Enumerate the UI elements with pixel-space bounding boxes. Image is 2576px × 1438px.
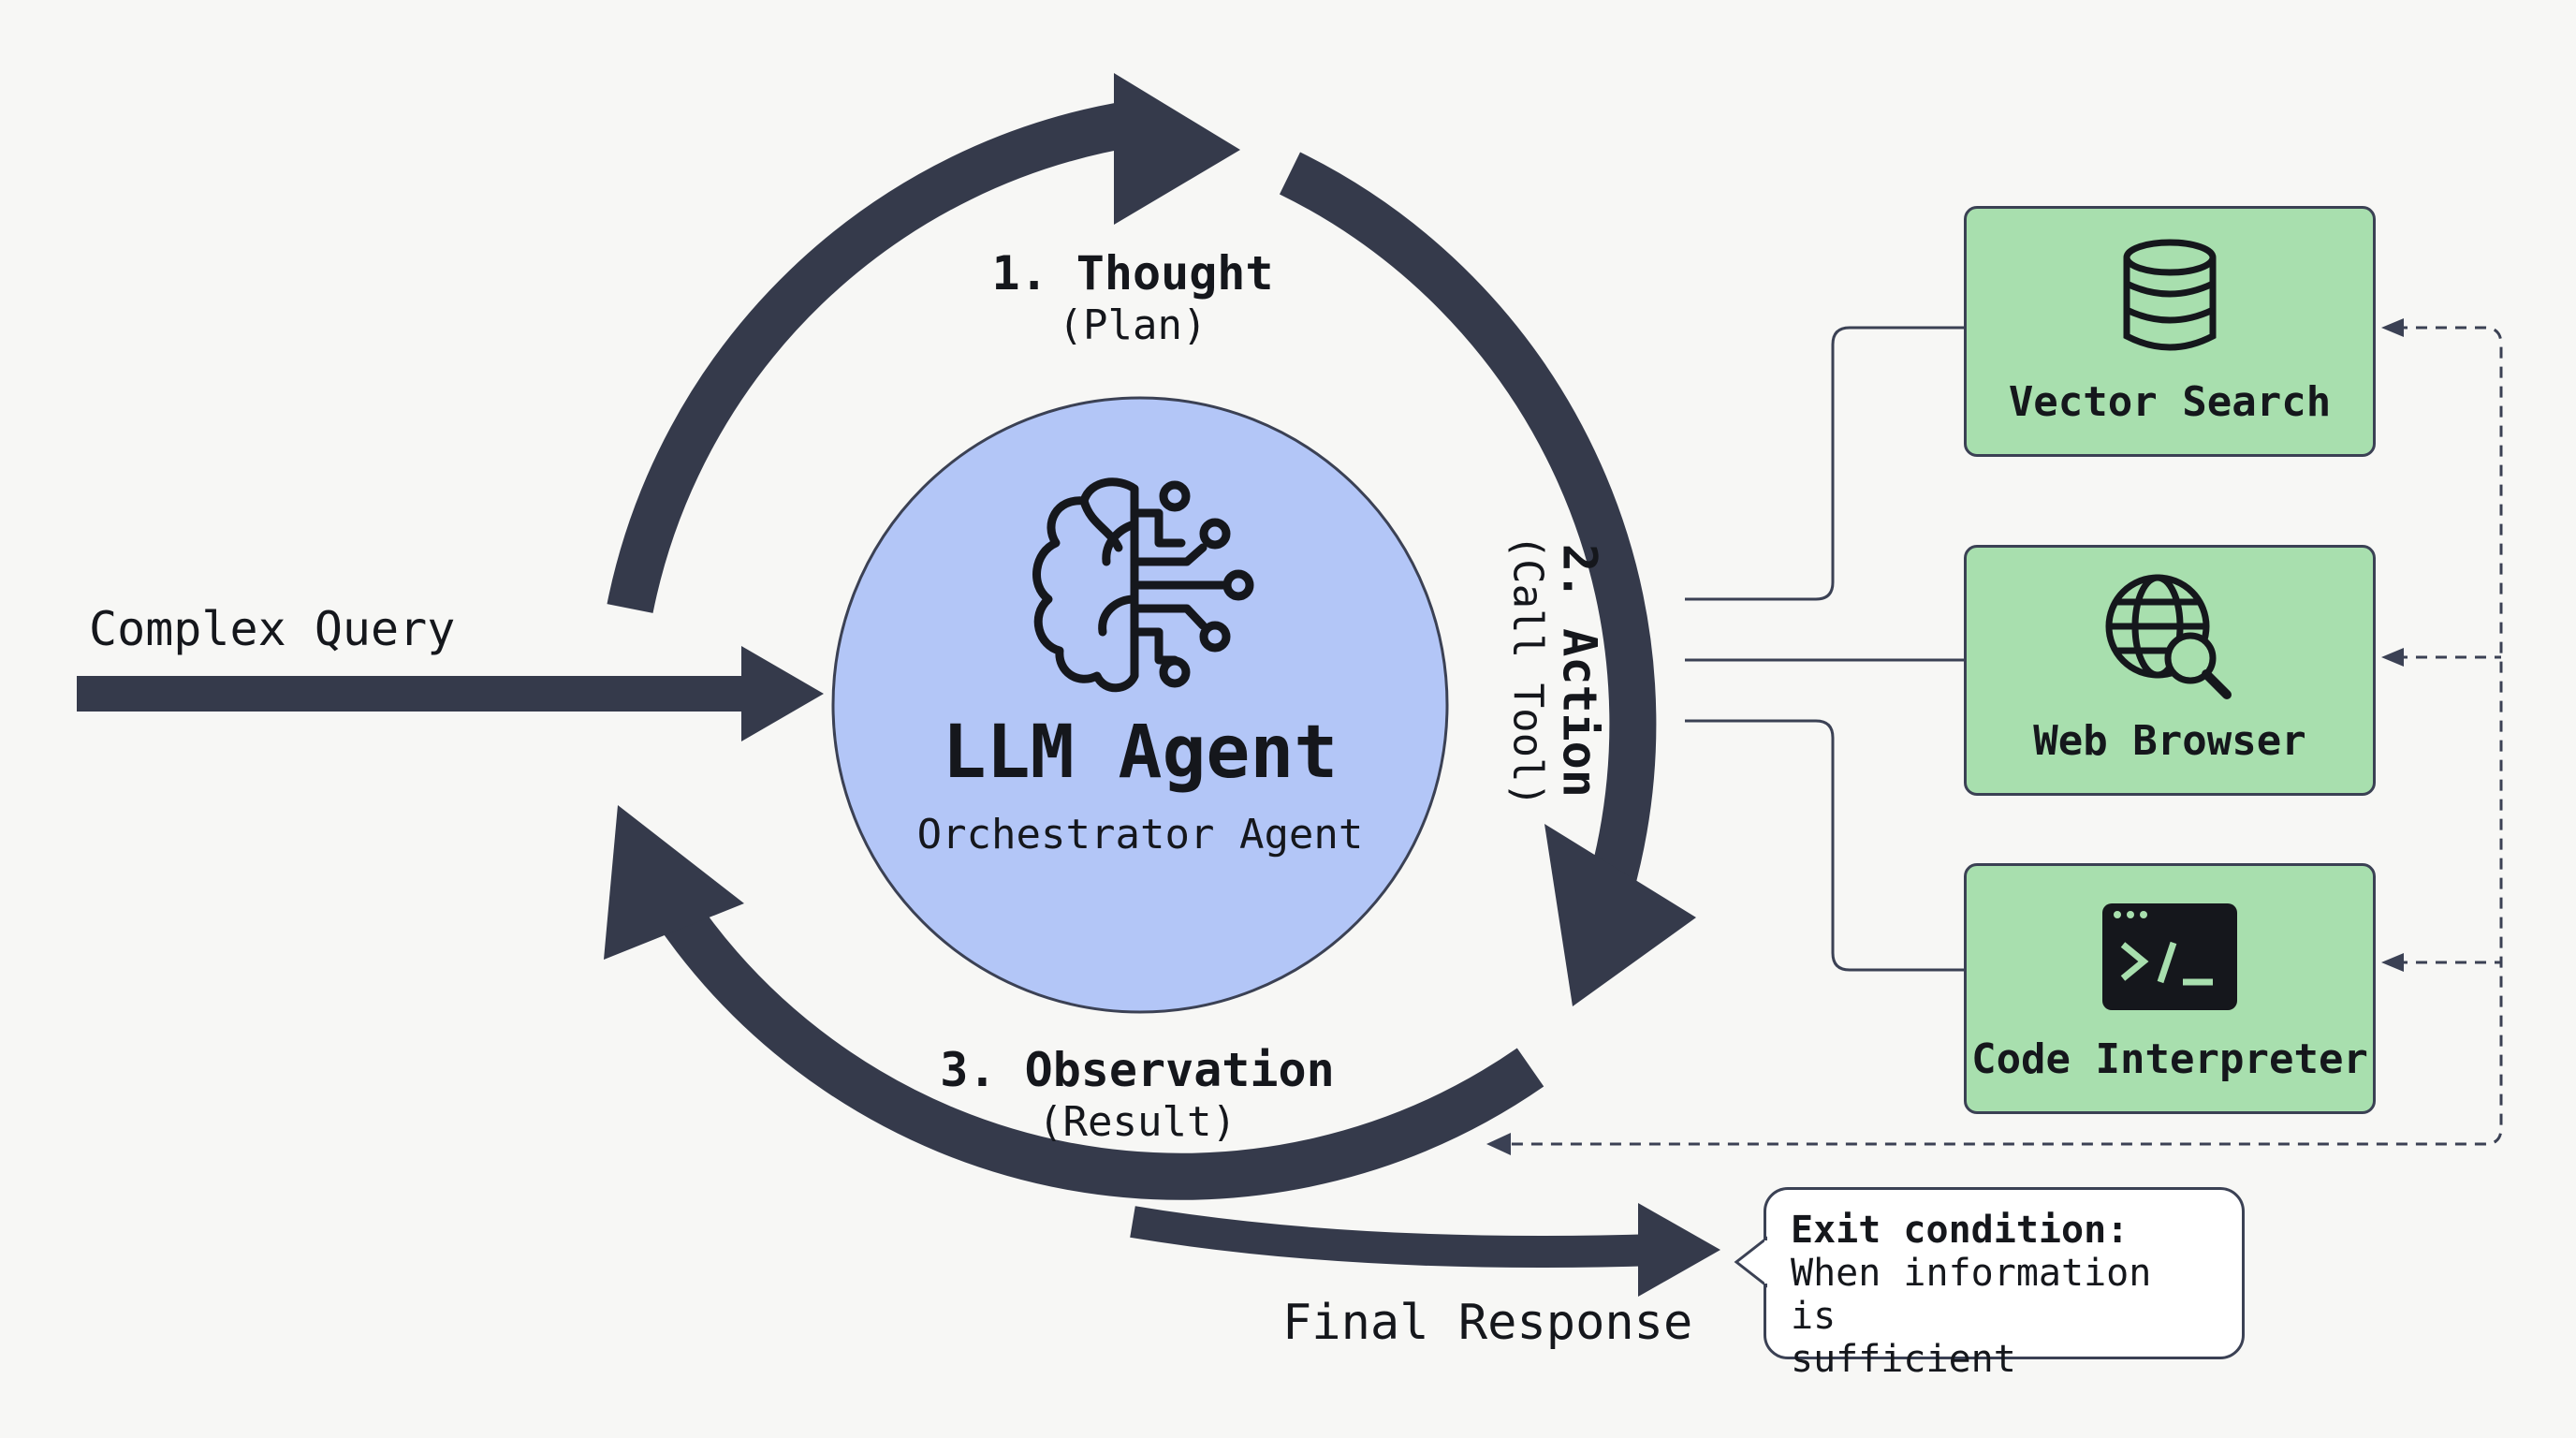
tool-web-browser: Web Browser: [1964, 545, 2376, 796]
tool-connectors: [1685, 326, 1964, 972]
output-label: Final Response: [1282, 1295, 1693, 1351]
thought-arrow: [607, 73, 1240, 613]
step-action-subtitle: (Call Tool): [1503, 534, 1552, 808]
tool-vector-search: Vector Search: [1964, 206, 2376, 457]
terminal-icon: [2102, 903, 2237, 1010]
tool-vector-search-label: Vector Search: [2008, 378, 2332, 426]
agent-circle: [831, 396, 1449, 1014]
action-arrow: [1279, 152, 1696, 1006]
step-thought-title: 1. Thought: [991, 246, 1274, 301]
brain-circuit-icon: [1032, 477, 1254, 693]
feedback-connectors: [1507, 326, 2503, 1146]
observation-arrow: [604, 805, 1544, 1200]
input-arrow: [77, 646, 824, 741]
database-icon: [2123, 239, 2217, 351]
final-response-arrow: [1130, 1203, 1720, 1297]
step-thought: 1. Thought (Plan): [936, 245, 1329, 351]
tool-code-interpreter-label: Code Interpreter: [1971, 1035, 2368, 1083]
input-label: Complex Query: [89, 602, 456, 656]
step-observation-subtitle: (Result): [1038, 1098, 1237, 1146]
step-observation-title: 3. Observation: [940, 1043, 1335, 1097]
exit-condition-body: When information is sufficient: [1791, 1252, 2152, 1381]
step-action: 2. Action (Call Tool): [1502, 474, 1608, 867]
callout-pointer: [1734, 1236, 1767, 1288]
step-thought-subtitle: (Plan): [1058, 301, 1208, 349]
step-observation: 3. Observation (Result): [885, 1042, 1390, 1148]
feedback-arrowheads: [1486, 318, 2404, 1155]
tool-code-interpreter: Code Interpreter: [1964, 863, 2376, 1114]
agent-title: LLM Agent: [942, 711, 1339, 795]
step-action-title: 2. Action: [1552, 543, 1607, 798]
exit-condition-title: Exit condition:: [1791, 1209, 2130, 1252]
agent-subtitle: Orchestrator Agent: [916, 811, 1364, 858]
exit-condition-callout: Exit condition: When information is suff…: [1764, 1187, 2245, 1381]
tool-web-browser-label: Web Browser: [2033, 717, 2306, 765]
globe-search-icon: [2105, 574, 2232, 699]
